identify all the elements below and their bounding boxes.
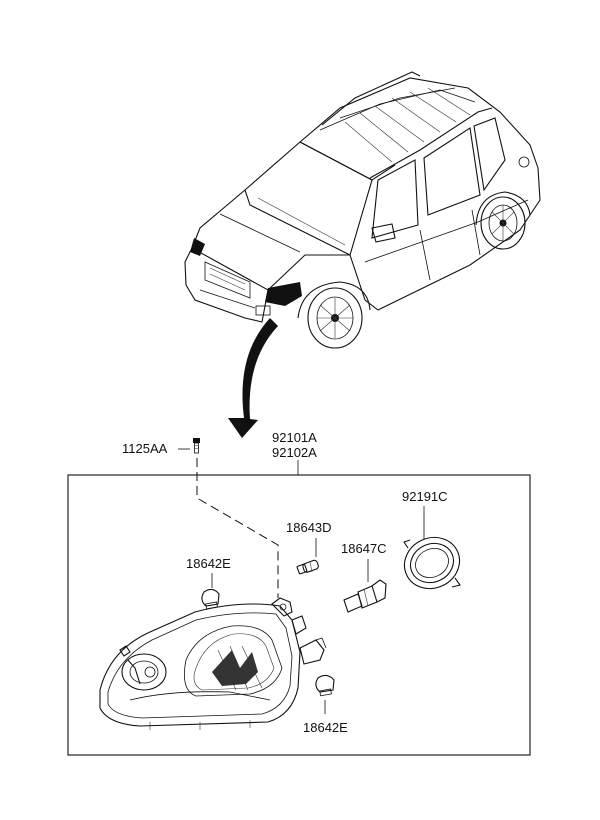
label-92191c: 92191C [402, 489, 448, 504]
socket-cover-part [403, 506, 461, 590]
label-18643d: 18643D [286, 520, 332, 535]
bulb-18642e-upper-part [201, 573, 220, 610]
vehicle-illustration [184, 71, 541, 349]
label-1125aa: 1125AA [122, 441, 168, 456]
headlamp-assembly [99, 597, 327, 730]
label-92102a: 92102A [272, 445, 317, 460]
bolt-dashed-leader [196, 458, 279, 598]
bulb-18647c-part [343, 559, 387, 613]
label-18642e-lower: 18642E [303, 720, 348, 735]
bolt-part [193, 438, 200, 454]
bulb-18643d-part [296, 538, 319, 575]
label-92101a: 92101A [272, 430, 317, 445]
bulb-18642e-lower-part [315, 674, 335, 714]
label-18647c: 18647C [341, 541, 387, 556]
assembly-frame [67, 474, 531, 756]
callout-arrow [228, 318, 278, 438]
label-18642e-upper: 18642E [186, 556, 231, 571]
